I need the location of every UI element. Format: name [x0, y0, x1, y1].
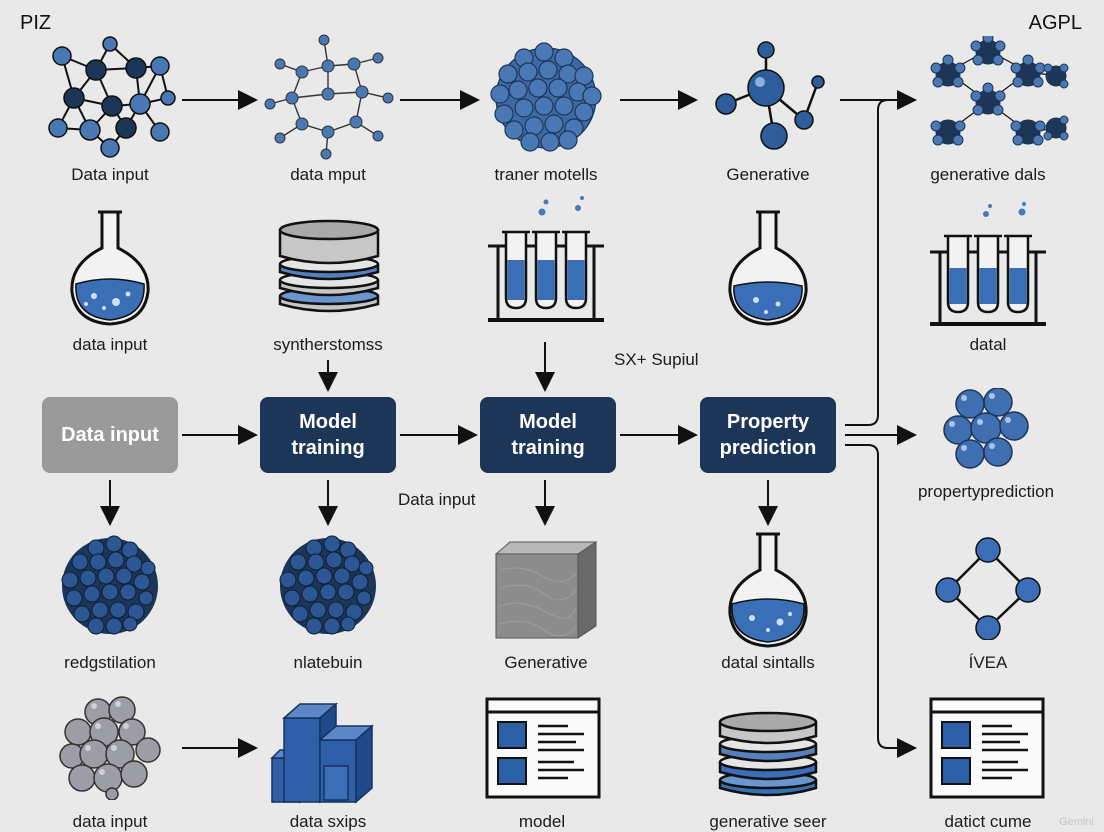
model-document-icon [485, 697, 601, 799]
flask-icon-3 [728, 532, 808, 648]
label-redgstilation: redgstilation [64, 653, 156, 672]
flask-icon-2 [728, 210, 808, 326]
data-input-box-label: Data input [61, 424, 159, 446]
property-prediction-box-line1: Property [726, 411, 810, 433]
dark-nanoparticle-icon [61, 535, 158, 635]
label-generative-dals: generative dals [930, 165, 1046, 184]
generative-molecule-icon [715, 41, 825, 150]
document-icon-2 [929, 697, 1045, 799]
ring-molecule-icon [935, 537, 1041, 640]
test-tubes-icon-2 [930, 202, 1046, 326]
label-data-mput-r1: data mput [290, 165, 366, 184]
label-datal-r2: datal [969, 335, 1007, 354]
model-training-box-1-line1: Model [299, 411, 357, 433]
model-training-box-2-line2: training [511, 437, 585, 459]
test-tubes-icon [488, 196, 604, 322]
label-data-sxips: data sxips [289, 812, 367, 831]
note-data-input: Data input [398, 490, 476, 509]
material-cube-icon [494, 541, 598, 639]
sphere-cluster-icon [943, 388, 1029, 469]
label-datal-sintalls: datal sintalls [721, 653, 815, 672]
corner-label-left: PIZ [20, 12, 52, 34]
watermark: Gemini [1059, 816, 1094, 828]
label-data-input-r1: Data input [71, 165, 149, 184]
generative-clusters-icon [930, 36, 1069, 146]
model-training-box-2: Model training [480, 397, 616, 473]
sparse-network-icon [264, 34, 394, 160]
label-nlatebuin: nlatebuin [293, 653, 363, 672]
label-syntherstomss: syntherstomss [273, 335, 383, 354]
database-stack-icon [278, 219, 380, 313]
label-traner-motells: traner motells [494, 165, 598, 184]
molecule-network-icon [48, 36, 176, 158]
label-generative-r4: Generative [504, 653, 588, 672]
label-generative-seer: generative seer [709, 812, 827, 831]
label-propertyprediction: propertyprediction [917, 482, 1055, 501]
label-ivea: ÍVEA [968, 653, 1008, 672]
label-model: model [518, 812, 566, 831]
nanoparticle-cluster-icon [490, 42, 602, 152]
dark-nanoparticle-icon-2 [279, 535, 376, 635]
label-generative-r1: Generative [726, 165, 810, 184]
model-training-box-1-line2: training [291, 437, 365, 459]
label-data-input-r2: data input [72, 335, 148, 354]
gray-sphere-cluster-icon [59, 696, 161, 800]
label-datict-cume: datict cume [944, 812, 1032, 831]
property-prediction-box-line2: prediction [719, 437, 817, 459]
corner-label-right: AGPL [1028, 12, 1082, 34]
note-sx-supiul: SX+ Supiul [614, 350, 699, 369]
database-stack-icon-2 [718, 711, 818, 797]
property-prediction-box: Property prediction [700, 397, 836, 473]
model-training-box-2-line1: Model [519, 411, 577, 433]
model-training-box-1: Model training [260, 397, 396, 473]
label-data-input-r5: data input [72, 812, 148, 831]
flask-icon [70, 210, 150, 326]
data-input-box: Data input [42, 397, 178, 473]
blue-blocks-icon [270, 702, 374, 804]
